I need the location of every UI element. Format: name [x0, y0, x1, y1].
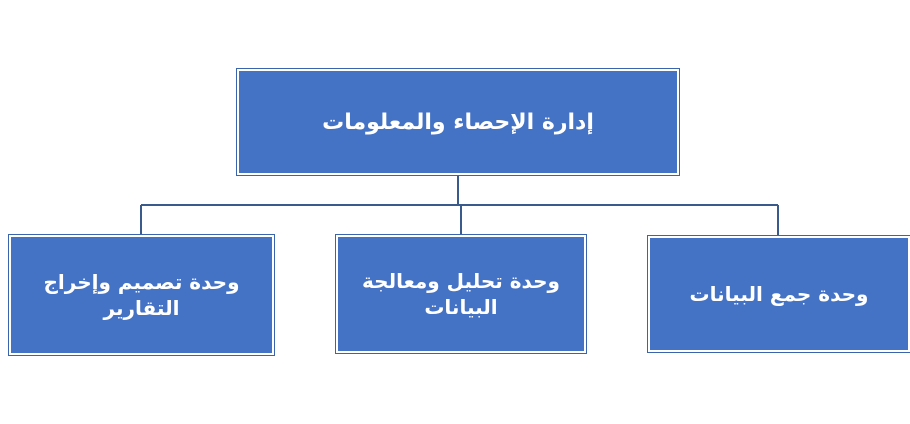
- child-node-label: وحدة تحليل ومعالجة البيانات: [362, 269, 560, 319]
- child-node-report-design: وحدة تصميم وإخراج التقارير: [8, 234, 275, 356]
- child-node-data-analysis: وحدة تحليل ومعالجة البيانات: [335, 234, 587, 354]
- child-node-data-collection: وحدة جمع البيانات: [647, 235, 910, 353]
- root-node: إدارة الإحصاء والمعلومات: [236, 68, 680, 176]
- child-node-label: وحدة جمع البيانات: [689, 282, 869, 306]
- child-node-label: وحدة تصميم وإخراج التقارير: [43, 270, 240, 320]
- root-node-label: إدارة الإحصاء والمعلومات: [322, 109, 594, 135]
